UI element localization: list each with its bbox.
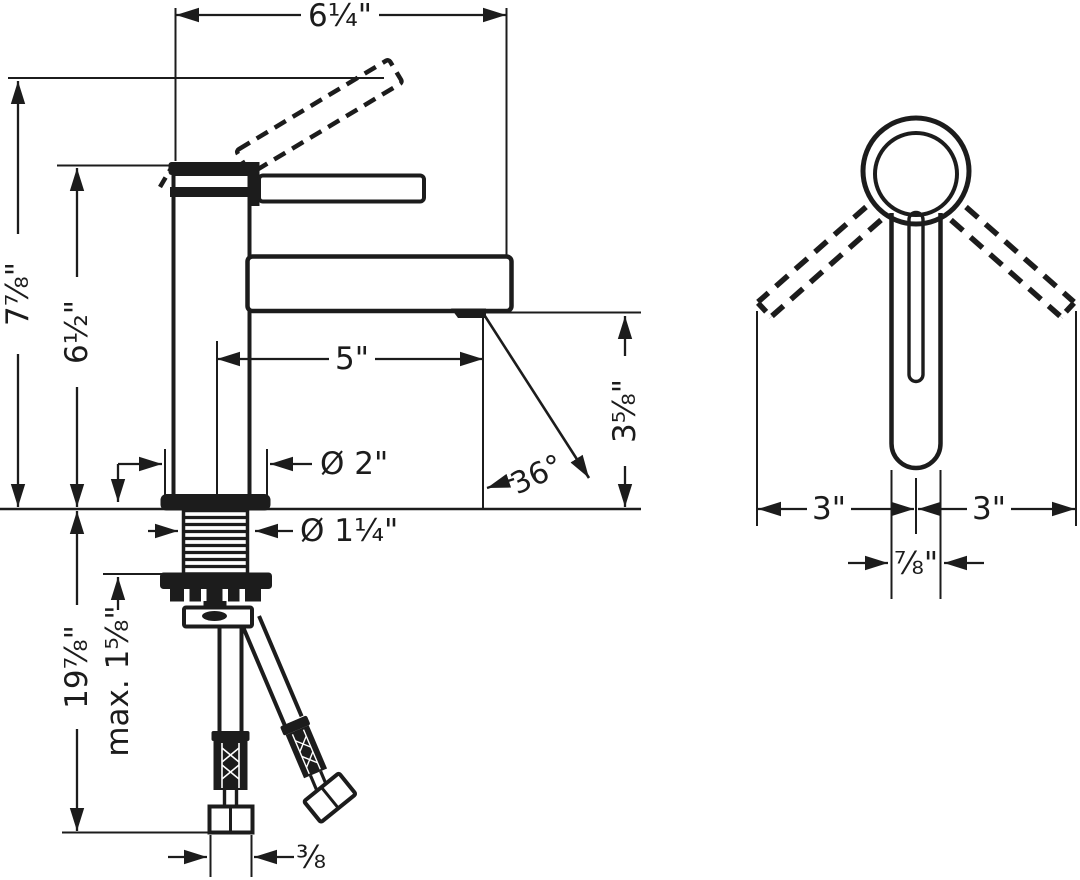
dim-base-diameter: Ø 2" — [320, 446, 388, 482]
body-circle-inner — [873, 131, 959, 217]
top-view-handle — [755, 115, 1077, 471]
handle-lever-raised-dashed — [234, 58, 404, 176]
base-flange — [160, 494, 271, 511]
dim-swing-right: 3" — [972, 491, 1006, 527]
supply-hose-vertical — [207, 626, 255, 835]
dim-handle-width: ⅞" — [894, 546, 938, 582]
faucet-cap — [168, 162, 256, 175]
dim-outlet-to-deck: 3⅝" — [607, 379, 643, 443]
extension-lines — [0, 8, 1077, 877]
side-view-faucet — [158, 58, 514, 835]
handle-slot — [907, 210, 925, 384]
dim-below-deck-length: 19⅞" — [59, 625, 95, 709]
aerator — [451, 308, 486, 318]
faucet-collar-ring — [170, 187, 250, 197]
dim-overall-height: 7⅞" — [0, 262, 36, 326]
dim-spout-reach: 5" — [335, 341, 369, 377]
lever-pivot — [249, 162, 260, 206]
threaded-shank — [181, 508, 250, 576]
dim-stream-angle: 36° — [506, 448, 569, 502]
dim-shank-diameter: Ø 1¼" — [300, 513, 398, 549]
lever-back-dashed-tick — [158, 163, 175, 189]
dim-supply-connection: ⅜ — [296, 840, 326, 876]
dim-swing-left: 3" — [812, 491, 846, 527]
body-circle-outer — [860, 115, 972, 227]
dimension-labels: 6¼" 7⅞" 6½" 19⅞" max. 1⅝" 5" Ø 2" Ø 1¼" … — [0, 0, 1006, 876]
toothed-washer — [170, 589, 261, 609]
supply-hose-angled — [240, 615, 358, 824]
handle-swing-range-dashed — [755, 204, 1077, 319]
dim-spout-height: 6½" — [59, 300, 95, 364]
dim-spout-depth: 6¼" — [308, 0, 372, 34]
stream-angle-line — [481, 312, 591, 479]
mounting-nut — [160, 572, 272, 589]
hose-bracket — [182, 605, 254, 629]
spout — [245, 254, 514, 314]
faucet-body — [171, 172, 252, 505]
handle-lever — [257, 173, 426, 204]
dim-max-counter-thickness: max. 1⅝" — [100, 605, 136, 756]
